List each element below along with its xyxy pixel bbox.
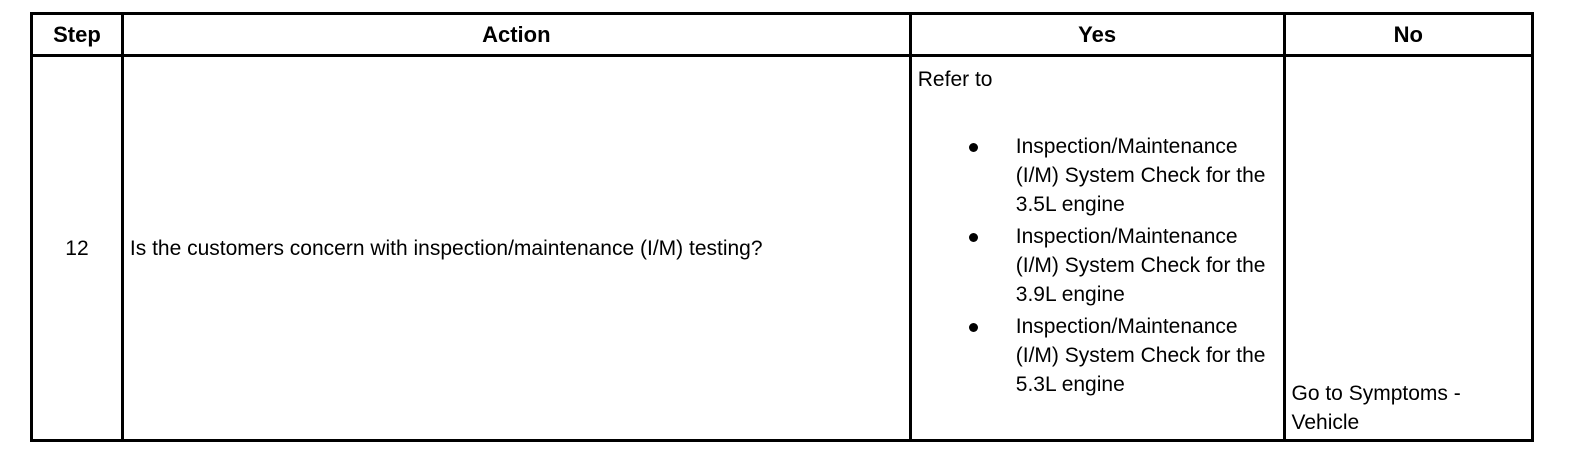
yes-reference-list: Inspection/Maintenance (I/M) System Chec… bbox=[918, 132, 1279, 399]
header-yes: Yes bbox=[908, 12, 1286, 57]
bullet-icon bbox=[968, 143, 978, 152]
header-step: Step bbox=[30, 12, 124, 57]
header-row: Step Action Yes No bbox=[30, 12, 1534, 57]
yes-intro: Refer to bbox=[917, 68, 993, 91]
bullet-icon bbox=[968, 233, 978, 242]
no-action-link[interactable]: Go to Symptoms - Vehicle bbox=[1291, 382, 1461, 434]
reference-link[interactable]: Inspection/Maintenance (I/M) System Chec… bbox=[1015, 225, 1266, 306]
list-item[interactable]: Inspection/Maintenance (I/M) System Chec… bbox=[918, 312, 1279, 399]
reference-link[interactable]: Inspection/Maintenance (I/M) System Chec… bbox=[1015, 315, 1266, 396]
list-item[interactable]: Inspection/Maintenance (I/M) System Chec… bbox=[918, 132, 1279, 219]
list-item[interactable]: Inspection/Maintenance (I/M) System Chec… bbox=[918, 222, 1279, 309]
table-row: 12 Is the customers concern with inspect… bbox=[30, 54, 1534, 442]
yes-cell: Refer to Inspection/Maintenance (I/M) Sy… bbox=[908, 54, 1286, 442]
action-question: Is the customers concern with inspection… bbox=[120, 54, 912, 442]
diagnostic-step-table: Step Action Yes No 12 Is the customers c… bbox=[30, 12, 1534, 442]
header-action: Action bbox=[120, 12, 912, 57]
reference-link[interactable]: Inspection/Maintenance (I/M) System Chec… bbox=[1015, 135, 1266, 216]
step-number: 12 bbox=[30, 54, 124, 442]
bullet-icon bbox=[968, 323, 978, 332]
header-no: No bbox=[1282, 12, 1534, 57]
no-cell: Go to Symptoms - Vehicle bbox=[1282, 54, 1534, 442]
